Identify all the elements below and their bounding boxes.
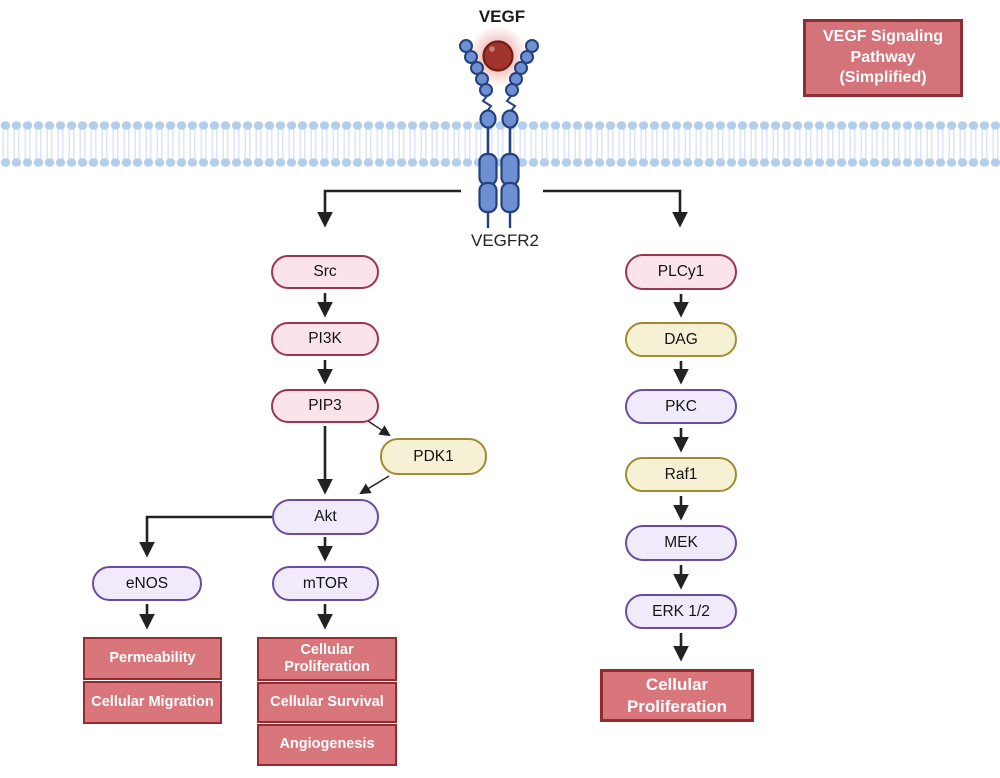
cell-membrane-icon (0, 120, 1000, 168)
node-enos: eNOS (92, 566, 202, 601)
node-erk12: ERK 1/2 (625, 594, 737, 629)
node-pkc: PKC (625, 389, 737, 424)
vegf-ligand-icon (482, 40, 514, 72)
node-src: Src (271, 255, 379, 289)
node-pdk1: PDK1 (380, 438, 487, 475)
outcome-angiogenesis: Angiogenesis (257, 724, 397, 766)
title-line-1: VEGF Signaling (822, 27, 943, 45)
node-dag: DAG (625, 322, 737, 357)
arrow-akt-to-enos (139, 515, 272, 558)
node-mek: MEK (625, 525, 737, 561)
vegfr2-receptor-label: VEGFR2 (470, 231, 540, 250)
node-raf1: Raf1 (625, 457, 737, 492)
node-plcy1: PLCy1 (625, 254, 737, 290)
title-line-2: Pathway (850, 48, 916, 66)
pathway-arrows (139, 189, 689, 662)
arrow-vegfr2-to-src (317, 189, 461, 228)
node-mtor: mTOR (272, 566, 379, 601)
arrow-pip3-to-pdk1 (367, 420, 391, 437)
node-pip3: PIP3 (271, 389, 379, 423)
outcome-cellular-survival: Cellular Survival (257, 682, 397, 723)
outcome-cellular-migration: Cellular Migration (83, 681, 222, 724)
title-line-3: (Simplified) (839, 69, 927, 87)
arrow-pdk1-to-akt (359, 475, 390, 495)
node-akt: Akt (272, 499, 379, 535)
outcome-cellular-proliferation-erk: Cellular Proliferation (600, 669, 754, 722)
outcome-permeability: Permeability (83, 637, 222, 680)
vegf-ligand-label: VEGF (478, 7, 526, 26)
node-pi3k: PI3K (271, 322, 379, 356)
outcome-cellular-proliferation: Cellular Proliferation (257, 637, 397, 681)
pathway-arrows-thin (359, 420, 391, 495)
ligand-highlight (489, 46, 495, 52)
vegfr2-receptor-icon (459, 26, 539, 228)
title-box: VEGF Signaling Pathway (Simplified) (803, 19, 963, 97)
arrow-vegfr2-to-plcy1 (543, 189, 688, 228)
